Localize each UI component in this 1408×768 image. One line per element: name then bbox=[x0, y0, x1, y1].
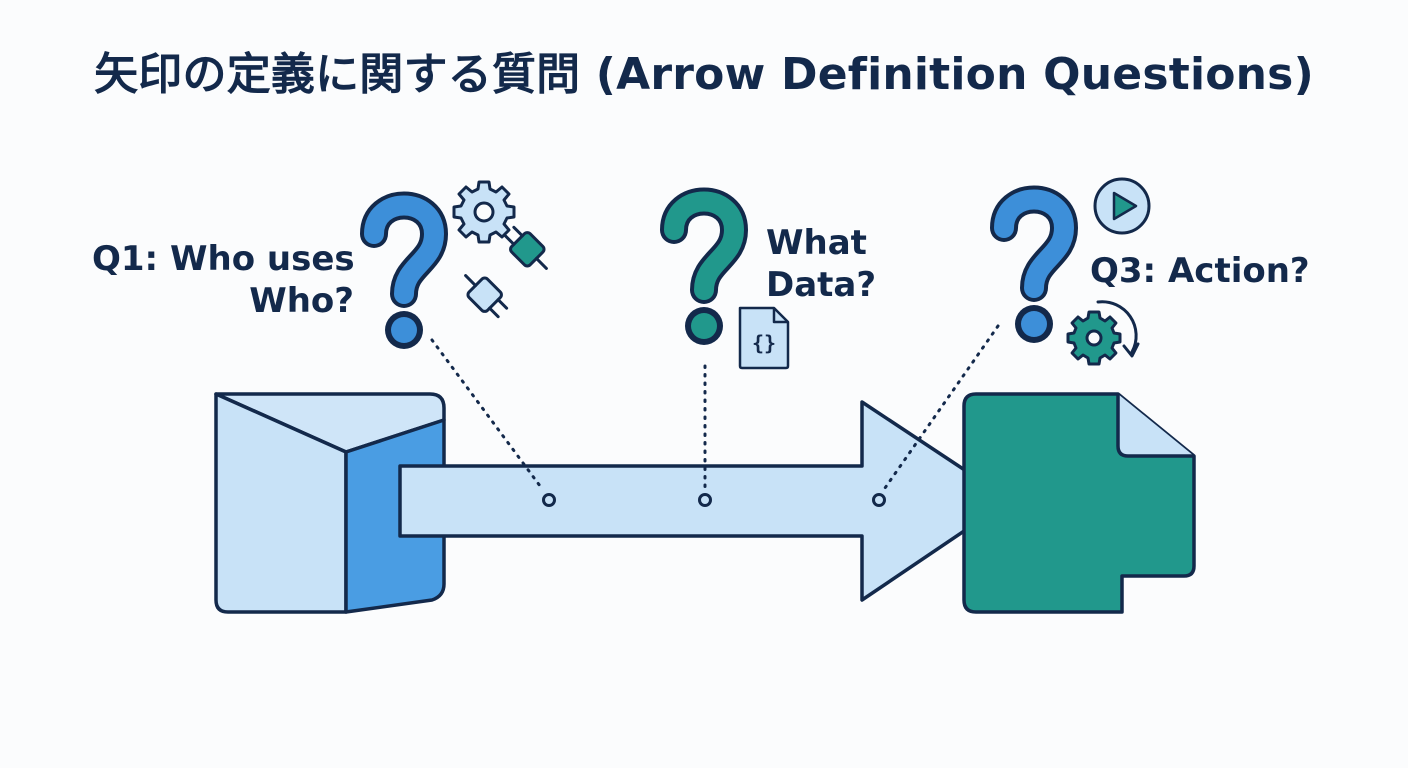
connector-point-1 bbox=[542, 493, 556, 507]
plug-icon bbox=[464, 225, 548, 319]
connector-point-3 bbox=[872, 493, 886, 507]
json-file-icon: {} bbox=[738, 306, 790, 370]
question-1-line-2: Who? bbox=[249, 281, 354, 321]
connector-point-2 bbox=[698, 493, 712, 507]
target-document bbox=[962, 392, 1196, 614]
question-mark-3-icon bbox=[1004, 200, 1064, 344]
question-2-line-2: Data? bbox=[766, 265, 877, 305]
connector-q3 bbox=[883, 324, 1000, 490]
play-icon bbox=[1093, 177, 1151, 235]
question-2-label: What Data? bbox=[766, 222, 876, 306]
question-mark-2-icon bbox=[674, 202, 734, 346]
gear-icon bbox=[452, 180, 516, 244]
connector-lines bbox=[430, 324, 1000, 492]
page-title: 矢印の定義に関する質問 (Arrow Definition Questions) bbox=[94, 49, 1314, 100]
json-file-glyph: {} bbox=[752, 331, 776, 355]
gear-refresh-icon bbox=[1066, 300, 1140, 366]
question-1-line-1: Q1: Who uses bbox=[92, 239, 355, 279]
question-1-label: Q1: Who uses Who? bbox=[92, 238, 355, 322]
question-mark-1-icon bbox=[374, 206, 434, 350]
question-2-line-1: What bbox=[766, 223, 867, 263]
question-3-label: Q3: Action? bbox=[1090, 250, 1310, 292]
source-box bbox=[214, 392, 446, 614]
connector-q1 bbox=[430, 338, 545, 492]
question-3-line-1: Q3: Action? bbox=[1090, 251, 1310, 291]
connector-points bbox=[542, 493, 886, 507]
